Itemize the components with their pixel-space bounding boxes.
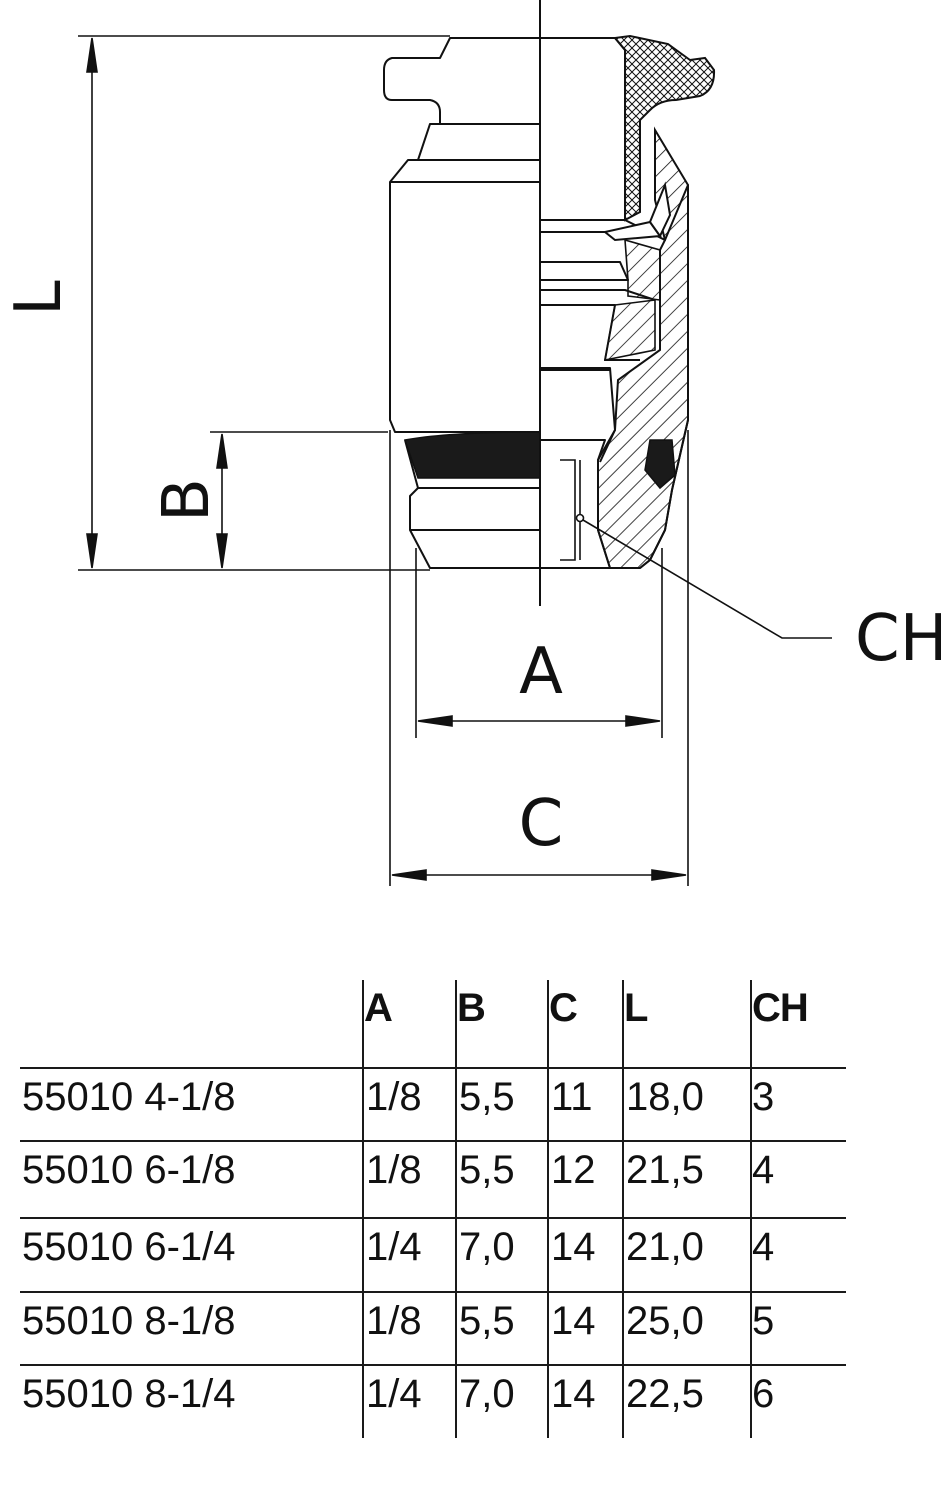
column-header-c: C bbox=[549, 986, 578, 1030]
table-row-divider bbox=[20, 1067, 846, 1069]
dimension-label-ch: CH bbox=[855, 602, 941, 676]
value-ch: 4 bbox=[752, 1225, 775, 1269]
value-l: 21,5 bbox=[626, 1148, 704, 1192]
dimension-c bbox=[389, 430, 689, 886]
value-c: 14 bbox=[551, 1299, 596, 1343]
value-b: 5,5 bbox=[459, 1075, 515, 1119]
part-code: 55010 8-1/4 bbox=[22, 1372, 236, 1416]
ch-leader-line bbox=[582, 519, 832, 639]
table-column-divider bbox=[547, 980, 549, 1438]
column-header-ch: CH bbox=[752, 986, 809, 1030]
dimension-label-b: B bbox=[150, 478, 224, 522]
value-b: 7,0 bbox=[459, 1225, 515, 1269]
value-c: 14 bbox=[551, 1372, 596, 1416]
collet-section-crosshatch bbox=[613, 34, 716, 222]
value-l: 18,0 bbox=[626, 1075, 704, 1119]
table-row-divider bbox=[20, 1291, 846, 1293]
o-ring-seal-right bbox=[644, 439, 676, 490]
nut-section-hatch-2 bbox=[604, 299, 656, 362]
value-l: 21,0 bbox=[626, 1225, 704, 1269]
column-header-l: L bbox=[624, 986, 648, 1030]
table-column-divider bbox=[455, 980, 457, 1438]
value-a: 1/8 bbox=[366, 1148, 422, 1192]
o-ring-seal-left bbox=[404, 431, 541, 479]
value-c: 11 bbox=[551, 1075, 593, 1119]
part-code: 55010 6-1/8 bbox=[22, 1148, 236, 1192]
value-l: 22,5 bbox=[626, 1372, 704, 1416]
part-code: 55010 8-1/8 bbox=[22, 1299, 236, 1343]
part-code: 55010 4-1/8 bbox=[22, 1075, 236, 1119]
value-a: 1/4 bbox=[366, 1372, 422, 1416]
table-row-divider bbox=[20, 1140, 846, 1142]
dimension-b bbox=[210, 431, 388, 569]
value-a: 1/8 bbox=[366, 1075, 422, 1119]
dimensions-table: A B C L CH 55010 4-1/8 1/8 5,5 11 18,0 3… bbox=[0, 980, 941, 1450]
value-c: 14 bbox=[551, 1225, 596, 1269]
table-row-divider bbox=[20, 1217, 846, 1219]
fitting-technical-drawing: L B A C CH bbox=[2, 0, 941, 886]
part-code: 55010 6-1/4 bbox=[22, 1225, 236, 1269]
value-a: 1/4 bbox=[366, 1225, 422, 1269]
dimension-label-c: C bbox=[519, 787, 564, 861]
value-b: 5,5 bbox=[459, 1299, 515, 1343]
table-row-divider bbox=[20, 1364, 846, 1366]
table-column-divider bbox=[622, 980, 624, 1438]
dimension-l bbox=[78, 35, 450, 571]
value-a: 1/8 bbox=[366, 1299, 422, 1343]
table-column-divider bbox=[362, 980, 364, 1438]
value-b: 7,0 bbox=[459, 1372, 515, 1416]
column-header-b: B bbox=[457, 986, 486, 1030]
nut-section-hatch bbox=[624, 238, 661, 301]
hex-socket bbox=[560, 459, 585, 561]
value-ch: 5 bbox=[752, 1299, 775, 1343]
value-ch: 3 bbox=[752, 1075, 775, 1119]
dimension-label-a: A bbox=[519, 635, 563, 709]
dimension-label-l: L bbox=[2, 280, 76, 316]
table-column-divider bbox=[750, 980, 752, 1438]
value-c: 12 bbox=[551, 1148, 596, 1192]
value-ch: 6 bbox=[752, 1372, 775, 1416]
value-ch: 4 bbox=[752, 1148, 775, 1192]
dimension-a bbox=[415, 548, 663, 738]
value-l: 25,0 bbox=[626, 1299, 704, 1343]
gripping-ring bbox=[602, 181, 672, 242]
column-header-a: A bbox=[364, 986, 393, 1030]
value-b: 5,5 bbox=[459, 1148, 515, 1192]
